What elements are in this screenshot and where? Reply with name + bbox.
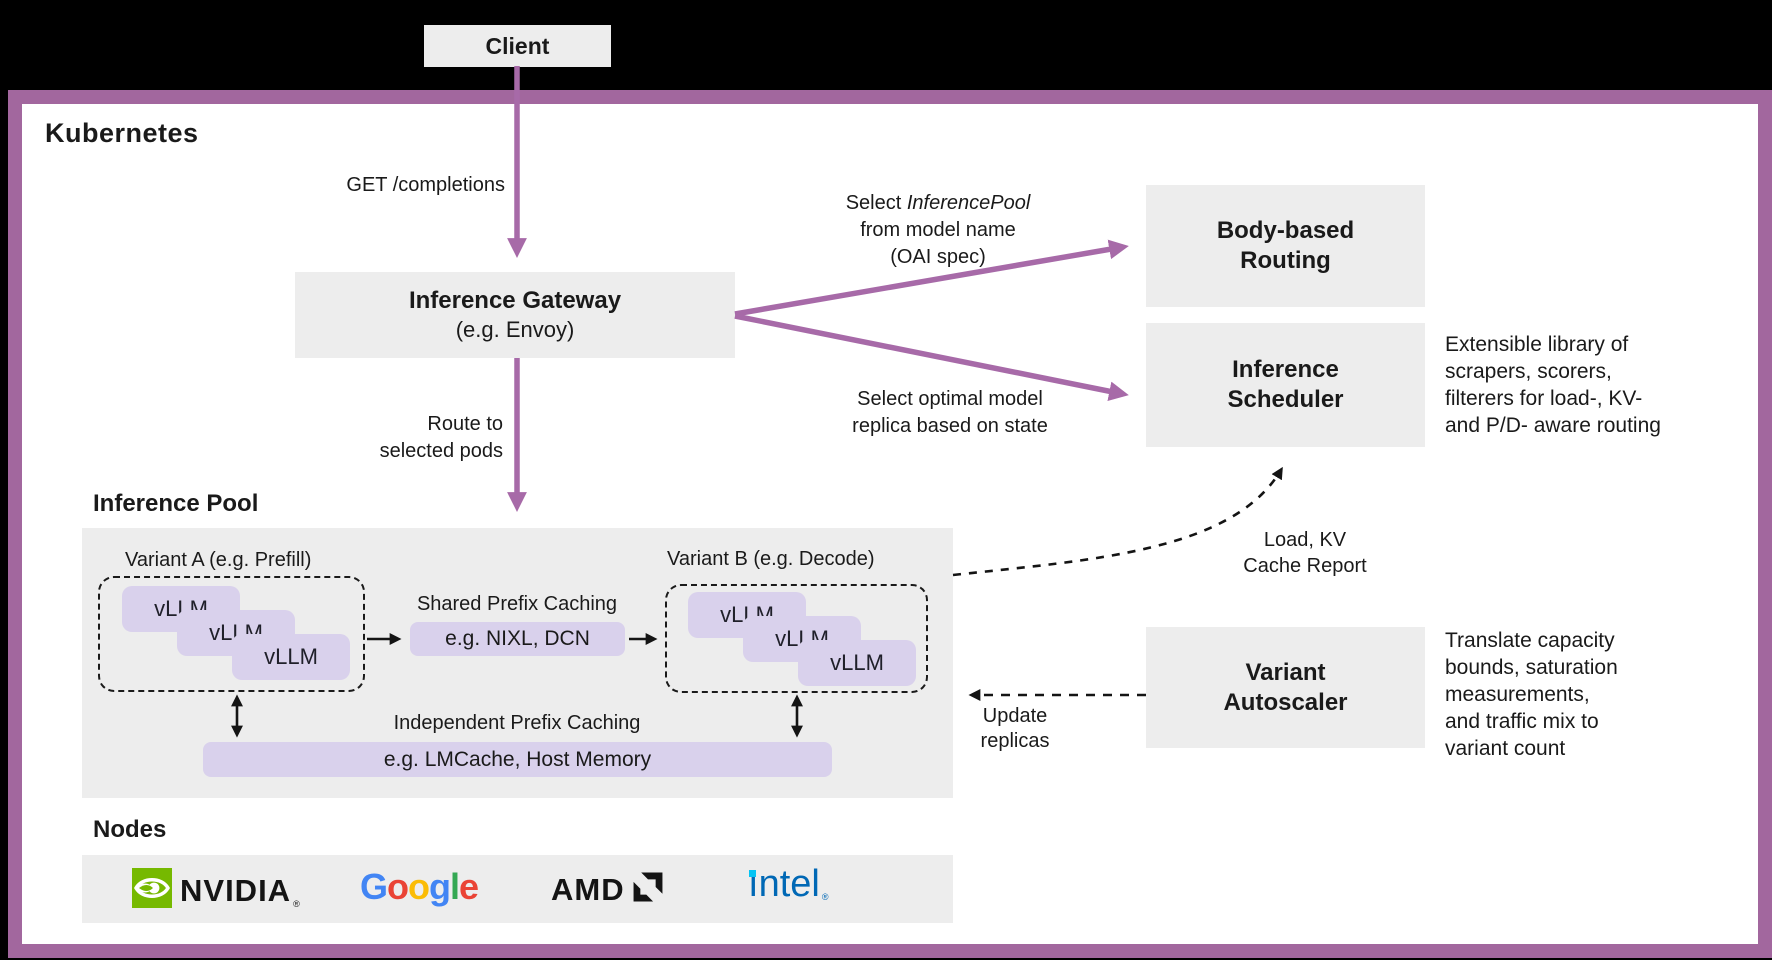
amd-logo: AMD — [551, 870, 665, 909]
nvidia-icon — [130, 868, 172, 913]
update-line2: replicas — [980, 730, 1050, 752]
route-to-pods-label: Route to selected pods — [303, 411, 503, 465]
load-kv-line1: Load, KV — [1263, 529, 1347, 551]
inference-scheduler-box: Inference Scheduler — [1146, 323, 1425, 447]
scheduler-note-line: Extensible library of — [1445, 333, 1629, 356]
variant-autoscaler-box: Variant Autoscaler — [1146, 627, 1425, 748]
vllm-pod: vLLM — [798, 640, 916, 686]
kubernetes-frame — [8, 90, 1772, 958]
load-kv-cache-report-label: Load, KV Cache Report — [1210, 527, 1400, 579]
body-based-routing-box: Body-based Routing — [1146, 185, 1425, 307]
google-logo-text: Google — [360, 866, 479, 907]
scheduler-note: Extensible library of scrapers, scorers,… — [1445, 331, 1745, 439]
inference-gateway-title: Inference Gateway — [408, 287, 622, 314]
autoscaler-note-line: Translate capacity — [1445, 629, 1615, 652]
kubernetes-title: Kubernetes — [45, 118, 199, 148]
intel-reg-mark: ® — [821, 892, 829, 902]
update-replicas-label: Update replicas — [935, 704, 1095, 754]
autoscaler-note-line: variant count — [1445, 737, 1566, 760]
select-inferencepool-line1: Select InferencePool — [845, 192, 1031, 214]
nvidia-logo: NVIDIA ® — [130, 868, 300, 913]
shared-prefix-caching-box: e.g. NIXL, DCN — [410, 622, 625, 656]
client-box: Client — [424, 25, 611, 67]
google-logo: Google — [360, 866, 479, 908]
independent-prefix-caching-label: Independent Prefix Caching — [393, 712, 641, 734]
variant-autoscaler-line2: Autoscaler — [1223, 688, 1348, 716]
scheduler-note-line: scrapers, scorers, — [1445, 360, 1612, 383]
nodes-title: Nodes — [93, 816, 167, 843]
select-inferencepool-label: Select InferencePool from model name (OA… — [788, 190, 1088, 271]
independent-prefix-caching-box: e.g. LMCache, Host Memory — [203, 742, 832, 777]
variant-b-dashed-box — [665, 584, 928, 693]
select-inferencepool-line3: (OAI spec) — [890, 246, 986, 268]
select-optimal-label: Select optimal model replica based on st… — [790, 386, 1110, 440]
variant-a-label: Variant A (e.g. Prefill) — [125, 549, 312, 571]
variant-a-dashed-box — [98, 576, 365, 692]
select-optimal-line1: Select optimal model — [857, 388, 1043, 410]
variant-autoscaler-line1: Variant — [1245, 658, 1326, 686]
load-kv-line2: Cache Report — [1243, 555, 1367, 577]
variant-b-label: Variant B (e.g. Decode) — [667, 548, 875, 570]
inferencepool-italic: InferencePool — [906, 192, 1031, 214]
client-label: Client — [485, 32, 550, 59]
nvidia-reg-mark: ® — [293, 899, 300, 909]
update-line1: Update — [982, 705, 1048, 727]
inference-gateway-subtitle: (e.g. Envoy) — [455, 317, 575, 342]
nodes-box — [82, 855, 953, 923]
vllm-pod: vLLM — [232, 634, 350, 680]
amd-wordmark: AMD — [551, 871, 625, 907]
autoscaler-note: Translate capacity bounds, saturation me… — [1445, 627, 1745, 762]
inference-scheduler-line1: Inference — [1232, 356, 1339, 383]
autoscaler-note-line: and traffic mix to — [1445, 710, 1599, 733]
scheduler-note-line: and P/D- aware routing — [1445, 414, 1661, 437]
autoscaler-note-line: bounds, saturation — [1445, 656, 1618, 679]
route-line1: Route to — [427, 413, 503, 435]
inference-gateway-box: Inference Gateway (e.g. Envoy) — [295, 272, 735, 358]
amd-arrow-icon — [631, 870, 665, 909]
body-based-routing-line2: Routing — [1240, 247, 1331, 274]
route-line2: selected pods — [379, 440, 503, 462]
inference-pool-title: Inference Pool — [93, 490, 259, 517]
inference-scheduler-line2: Scheduler — [1227, 386, 1344, 413]
nvidia-wordmark: NVIDIA — [180, 872, 292, 908]
select-optimal-line2: replica based on state — [852, 415, 1048, 437]
shared-prefix-caching-label: Shared Prefix Caching — [416, 593, 618, 615]
scheduler-note-line: filterers for load-, KV- — [1445, 387, 1643, 410]
autoscaler-note-line: measurements, — [1445, 683, 1590, 706]
select-inferencepool-line2: from model name — [860, 219, 1016, 241]
get-completions-label: GET /completions — [346, 174, 505, 196]
body-based-routing-line1: Body-based — [1216, 217, 1355, 244]
